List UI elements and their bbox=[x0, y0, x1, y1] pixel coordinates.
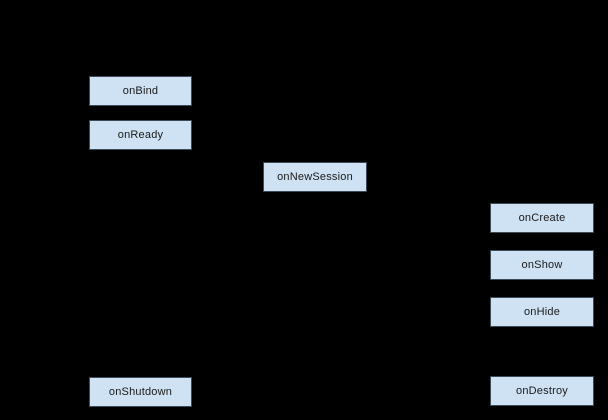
node-ondestroy: onDestroy bbox=[490, 376, 594, 406]
node-onbind-label: onBind bbox=[122, 85, 159, 97]
node-onshutdown-label: onShutdown bbox=[108, 386, 173, 398]
node-onnewsession-label: onNewSession bbox=[277, 171, 353, 183]
node-ondestroy-label: onDestroy bbox=[516, 385, 568, 397]
node-onshutdown: onShutdown bbox=[89, 377, 192, 407]
node-oncreate: onCreate bbox=[490, 203, 594, 233]
node-onready-label: onReady bbox=[117, 129, 164, 141]
node-onready: onReady bbox=[89, 120, 192, 150]
node-onshow: onShow bbox=[490, 250, 594, 280]
node-onshow-label: onShow bbox=[521, 259, 563, 271]
node-oncreate-label: onCreate bbox=[518, 212, 566, 224]
node-onhide-label: onHide bbox=[523, 306, 561, 318]
node-onhide: onHide bbox=[490, 297, 594, 327]
node-onbind: onBind bbox=[89, 76, 192, 106]
node-onnewsession: onNewSession bbox=[263, 162, 367, 192]
